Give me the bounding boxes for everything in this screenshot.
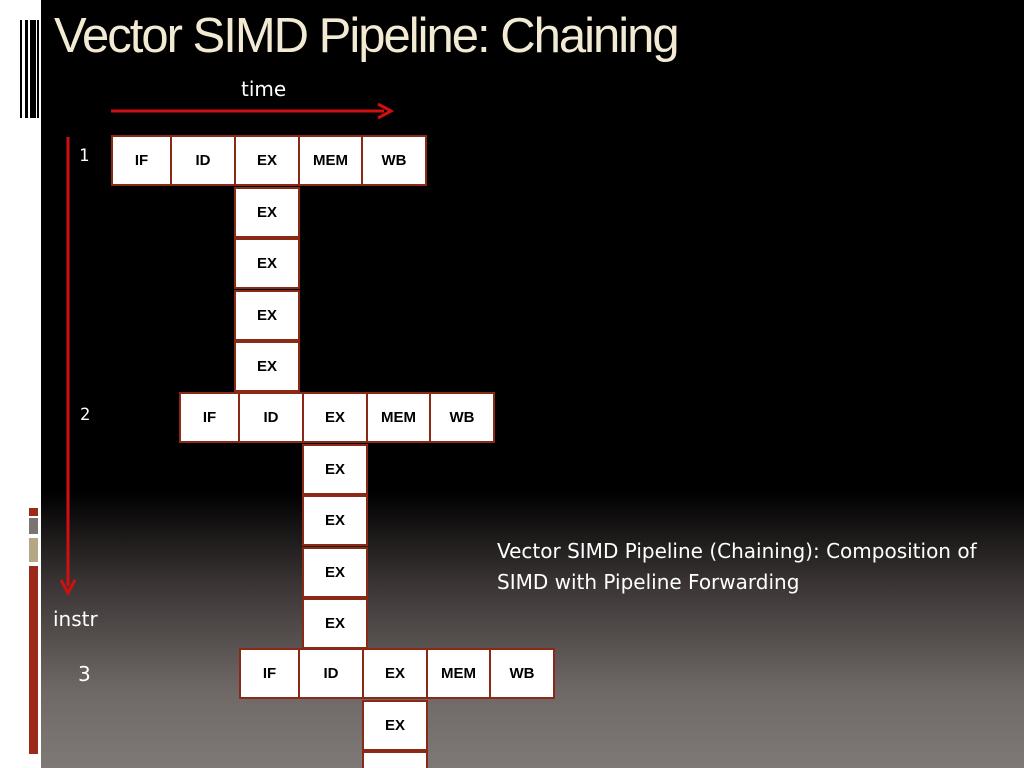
pipeline-stage-id: ID <box>238 392 304 443</box>
accent-bar-red-long <box>29 566 38 754</box>
pipeline-stage-ex-cutoff <box>362 751 428 768</box>
instr-arrow-head <box>59 579 77 597</box>
pipeline-stage-ex: EX <box>302 392 368 443</box>
left-decoration-strip <box>0 0 41 768</box>
pipeline-stage-ex-repeat: EX <box>302 598 368 649</box>
pipeline-stage-ex-repeat: EX <box>302 546 368 598</box>
accent-bar-gray <box>29 518 38 534</box>
pipeline-stage-if: IF <box>179 392 240 443</box>
decoration-line <box>25 20 28 118</box>
decoration-line <box>30 20 36 118</box>
pipeline-stage-mem: MEM <box>426 648 491 699</box>
pipeline-stage-wb: WB <box>429 392 495 443</box>
instr-label: instr <box>53 607 98 631</box>
pipeline-stage-ex-repeat: EX <box>234 289 300 341</box>
pipeline-stage-ex: EX <box>234 135 300 186</box>
decoration-line <box>37 20 39 118</box>
pipeline-stage-ex-repeat: EX <box>234 341 300 392</box>
decoration-line <box>20 20 22 118</box>
pipeline-stage-wb: WB <box>361 135 427 186</box>
pipeline-stage-ex-repeat: EX <box>362 699 428 751</box>
pipeline-stage-id: ID <box>298 648 364 699</box>
pipeline-stage-ex-repeat: EX <box>234 186 300 238</box>
pipeline-stage-id: ID <box>170 135 236 186</box>
pipeline-stage-ex-repeat: EX <box>302 443 368 495</box>
pipeline-stage-if: IF <box>111 135 172 186</box>
instruction-number: 3 <box>78 662 91 686</box>
pipeline-stage-wb: WB <box>489 648 555 699</box>
pipeline-stage-if: IF <box>239 648 300 699</box>
pipeline-stage-ex: EX <box>362 648 428 699</box>
slide-title: Vector SIMD Pipeline: Chaining <box>54 9 680 63</box>
instruction-number: 2 <box>80 405 91 425</box>
accent-bar-red <box>29 508 38 516</box>
pipeline-stage-ex-repeat: EX <box>302 495 368 546</box>
description-text: Vector SIMD Pipeline (Chaining): Composi… <box>497 539 977 594</box>
pipeline-stage-mem: MEM <box>366 392 431 443</box>
instruction-number: 1 <box>79 146 90 166</box>
pipeline-stage-ex-repeat: EX <box>234 238 300 289</box>
time-arrow-head <box>377 102 395 120</box>
pipeline-stage-mem: MEM <box>298 135 363 186</box>
time-label: time <box>241 77 287 101</box>
accent-bar-tan <box>29 538 38 562</box>
